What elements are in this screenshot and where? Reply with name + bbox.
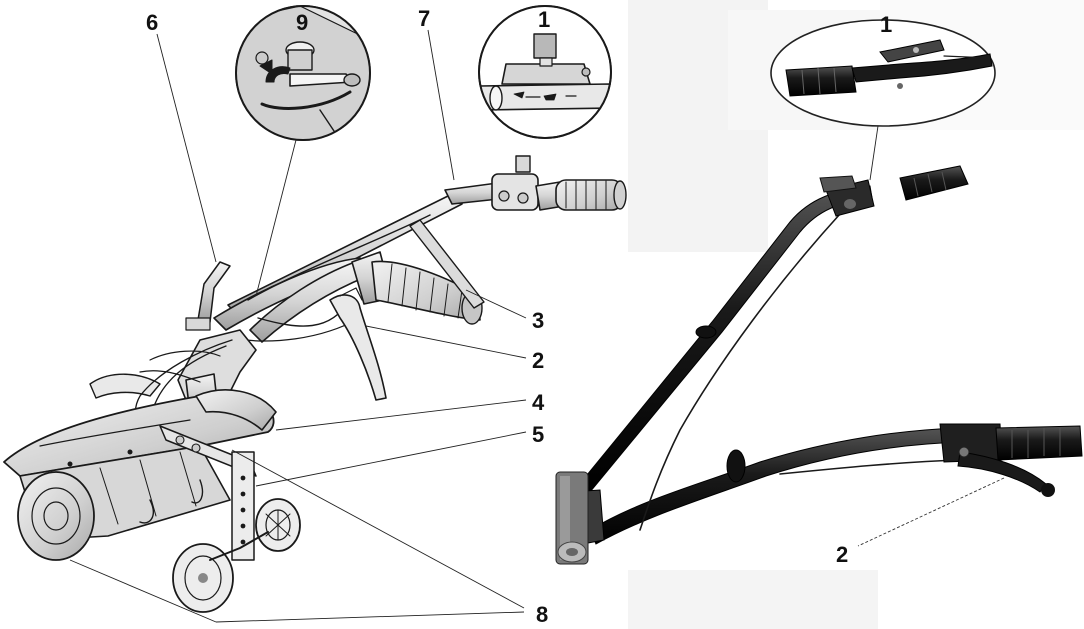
callout-2-right: 2 bbox=[836, 542, 848, 567]
depth-bar-frame bbox=[159, 425, 257, 561]
callouts: 6 9 7 1 3 2 4 5 8 1 2 bbox=[146, 6, 892, 627]
callout-1-right: 1 bbox=[880, 12, 892, 37]
callout-3: 3 bbox=[532, 308, 544, 333]
detail-ellipse-1-right bbox=[770, 19, 996, 127]
callout-5: 5 bbox=[532, 422, 544, 447]
upper-handle-grip bbox=[819, 165, 969, 217]
callout-4: 4 bbox=[532, 390, 545, 415]
engine-body bbox=[89, 329, 257, 445]
lower-grip-assembly bbox=[351, 219, 485, 325]
gear-lever bbox=[185, 261, 231, 331]
upper-grip-assembly bbox=[491, 155, 627, 211]
base-cylinder bbox=[555, 471, 589, 565]
detail-circle-1-left bbox=[478, 5, 612, 139]
lower-handle-grip bbox=[939, 423, 1083, 497]
callout-6: 6 bbox=[146, 10, 158, 35]
leader-lines bbox=[69, 29, 1005, 623]
tine-drum bbox=[17, 445, 231, 561]
tiller-illustration bbox=[3, 155, 627, 613]
callout-1-left: 1 bbox=[538, 7, 550, 32]
clutch-lever bbox=[329, 287, 387, 401]
callout-9: 9 bbox=[296, 10, 308, 35]
callout-7: 7 bbox=[418, 6, 430, 31]
callout-2-left: 2 bbox=[532, 348, 544, 373]
callout-8: 8 bbox=[536, 602, 548, 627]
detail-circle-9 bbox=[235, 5, 371, 141]
handlebar-photo bbox=[555, 165, 1083, 565]
transport-wheels bbox=[172, 498, 301, 613]
